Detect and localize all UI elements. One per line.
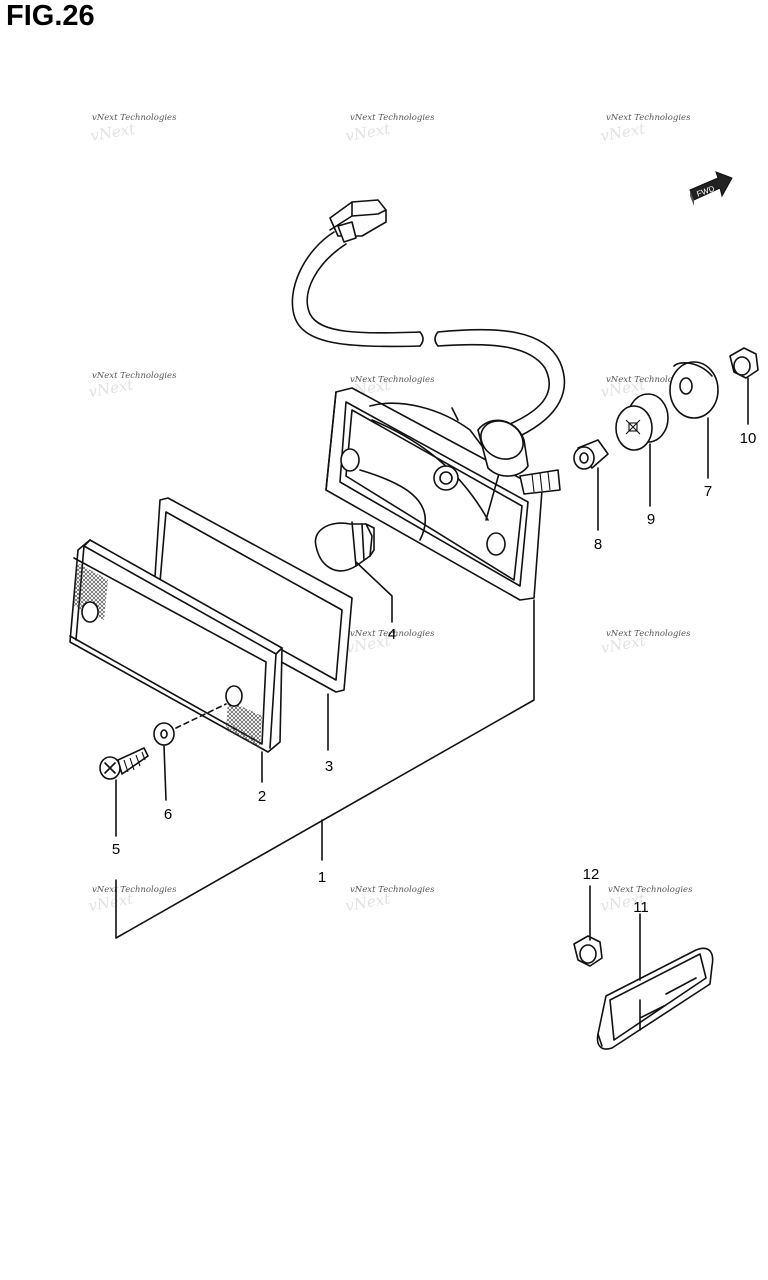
watermark-11: vNext vNext Technologies <box>344 885 435 915</box>
bulb <box>314 521 375 572</box>
fwd-arrow-icon: FWD <box>689 171 733 206</box>
svg-text:vNext Technologies: vNext Technologies <box>606 629 691 639</box>
nut-12 <box>573 935 603 967</box>
screw <box>99 747 149 780</box>
svg-text:vNext Technologies: vNext Technologies <box>92 371 177 381</box>
watermark-2: vNext vNext Technologies <box>344 113 435 145</box>
watermark-9: vNext vNext Technologies <box>599 629 691 657</box>
nut-10 <box>729 347 759 379</box>
watermark-4: vNext vNext Technologies <box>87 371 177 401</box>
svg-text:vNext: vNext <box>344 119 392 145</box>
svg-text:vNext Technologies: vNext Technologies <box>92 113 177 123</box>
leader-lines <box>115 377 749 981</box>
grommet <box>615 393 669 451</box>
watermark-1: vNext vNext Technologies <box>89 113 177 145</box>
callout-12: 12 <box>583 866 600 883</box>
callout-11: 11 <box>633 899 649 916</box>
svg-text:vNext Technologies: vNext Technologies <box>350 629 435 639</box>
callout-2: 2 <box>258 788 266 805</box>
callout-8: 8 <box>594 536 602 553</box>
svg-text:vNext Technologies: vNext Technologies <box>606 375 691 385</box>
callout-labels: 1 2 3 4 5 6 7 8 9 10 11 12 <box>112 430 757 916</box>
collar <box>573 439 609 470</box>
callout-9: 9 <box>647 511 655 528</box>
lamp-housing <box>325 387 561 601</box>
callout-1: 1 <box>318 869 326 886</box>
svg-text:vNext: vNext <box>599 119 647 145</box>
svg-text:vNext Technologies: vNext Technologies <box>92 885 177 895</box>
lens <box>69 539 283 753</box>
callout-5: 5 <box>112 841 120 858</box>
svg-text:vNext Technologies: vNext Technologies <box>350 113 435 123</box>
svg-text:vNext Technologies: vNext Technologies <box>350 885 435 895</box>
wire-harness <box>291 199 566 437</box>
svg-text:vNext: vNext <box>89 119 137 145</box>
watermark-3: vNext vNext Technologies <box>599 113 691 145</box>
svg-text:vNext Technologies: vNext Technologies <box>606 113 691 123</box>
svg-text:vNext Technologies: vNext Technologies <box>350 375 435 385</box>
screw-axis <box>175 703 227 729</box>
callout-3: 3 <box>325 758 333 775</box>
callout-6: 6 <box>164 806 172 823</box>
figure-title: FIG.26 <box>6 0 95 32</box>
side-marker-lamp <box>596 947 714 1050</box>
svg-text:vNext Technologies: vNext Technologies <box>608 885 693 895</box>
callout-7: 7 <box>704 483 712 500</box>
callout-10: 10 <box>740 430 757 447</box>
washer <box>153 722 175 746</box>
callout-4: 4 <box>388 626 396 643</box>
large-washer <box>669 361 719 419</box>
